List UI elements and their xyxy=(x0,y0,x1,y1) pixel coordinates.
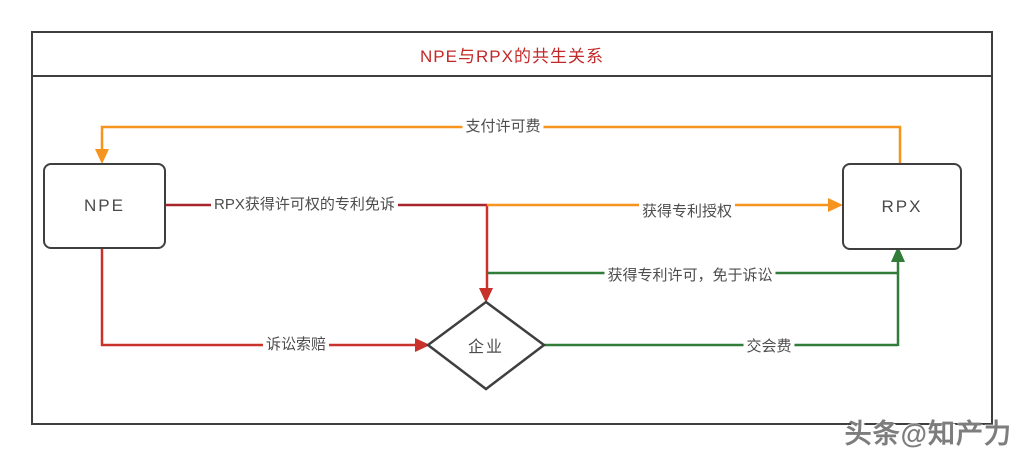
node-npe-label: NPE xyxy=(84,196,125,215)
watermark: 头条@知产力 xyxy=(844,419,1012,449)
node-npe: NPE xyxy=(43,163,166,249)
arrowhead-right-orange-icon xyxy=(828,198,843,212)
edge-pay-license-fee-label: 支付许可费 xyxy=(462,117,544,137)
arrowhead-down-red-icon xyxy=(479,288,493,303)
enterprise-diamond-shape xyxy=(425,300,547,391)
node-rpx: RPX xyxy=(842,163,962,250)
edge-litigation-claim-label: 诉讼索赔 xyxy=(262,335,330,355)
title-band: NPE与RPX的共生关系 xyxy=(33,33,991,77)
arrowhead-right-red-icon xyxy=(415,338,430,352)
node-enterprise-label: 企业 xyxy=(467,339,505,356)
edge-obtain-license-label: 获得专利许可，免于诉讼 xyxy=(604,266,776,286)
edge-obtain-authorization-label: 获得专利授权 xyxy=(638,202,736,222)
diagram-frame: NPE与RPX的共生关系 xyxy=(31,31,993,425)
edge-patents-immune-label: RPX获得许可权的专利免诉 xyxy=(211,195,398,215)
edge-membership-fee-label: 交会费 xyxy=(743,337,795,357)
arrowhead-down-orange-icon xyxy=(95,149,109,164)
arrowhead-up-green-icon xyxy=(891,246,905,262)
node-rpx-label: RPX xyxy=(881,196,923,216)
diagram-title: NPE与RPX的共生关系 xyxy=(420,46,604,66)
